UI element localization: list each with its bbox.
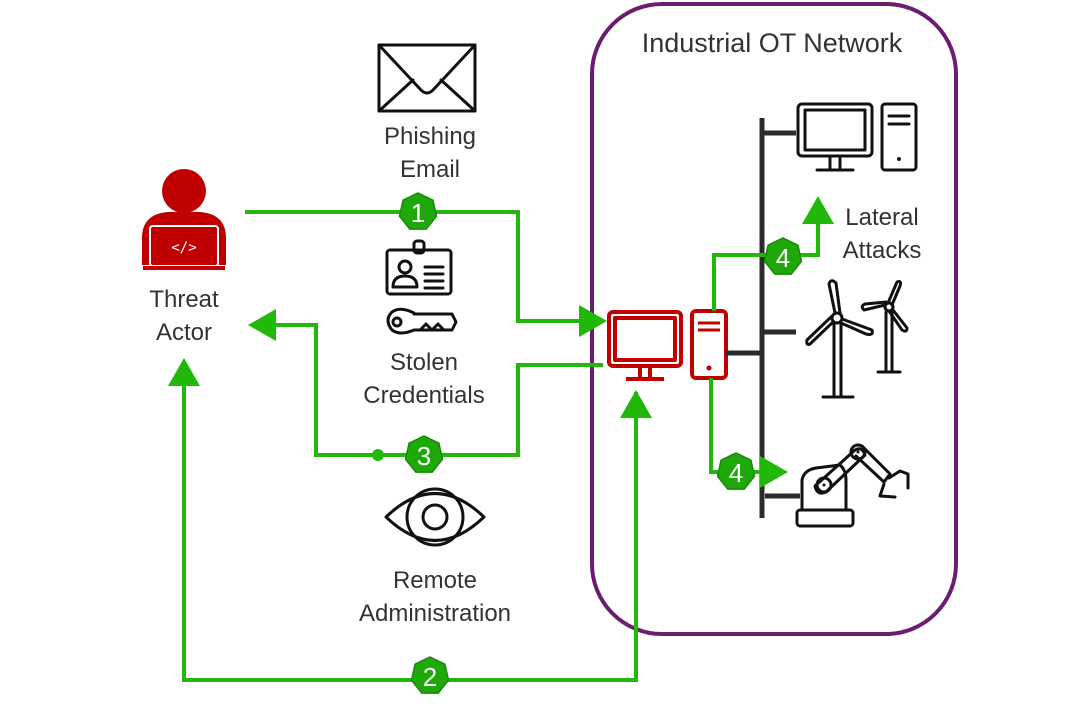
step-badge-2: 2 [410,656,450,694]
lateral-label-2: Attacks [843,237,922,264]
envelope-icon [377,43,477,113]
wind-turbines-icon [805,279,909,399]
credentials-label-1: Stolen [390,349,458,376]
eye-icon [384,487,486,547]
step-number: 3 [417,441,431,471]
flow-step-4b [709,378,788,488]
remote-label-2: Administration [359,600,511,627]
step-badge-1: 1 [398,192,438,230]
step-badge-3: 3 [404,435,444,473]
step-number: 4 [729,458,743,488]
key-icon [386,307,458,335]
step-badge-4: 4 [716,452,756,490]
remote-label-1: Remote [393,567,477,594]
id-badge-icon [385,239,453,296]
compromised-workstation-icon [607,309,728,381]
threat-actor-label-2: Actor [156,319,212,346]
step-number: 4 [776,243,790,273]
lateral-label-1: Lateral [845,204,918,231]
threat-actor-label-1: Threat [149,286,219,313]
step-badge-4: 4 [763,237,803,275]
ot-network-title: Industrial OT Network [642,28,903,58]
credentials-label-2: Credentials [363,382,484,409]
flow-junction-dot [372,449,384,461]
workstation-icon [796,102,918,172]
flow-step-1 [245,210,607,337]
svg-text:</>: </> [171,240,196,256]
step-number: 1 [411,198,425,228]
phishing-label-1: Phishing [384,123,476,150]
robotic-arm-icon [795,443,910,528]
hacker-laptop-icon: </> [142,169,226,270]
flow-step-2 [168,358,638,682]
step-number: 2 [423,662,437,692]
phishing-label-2: Email [400,156,460,183]
